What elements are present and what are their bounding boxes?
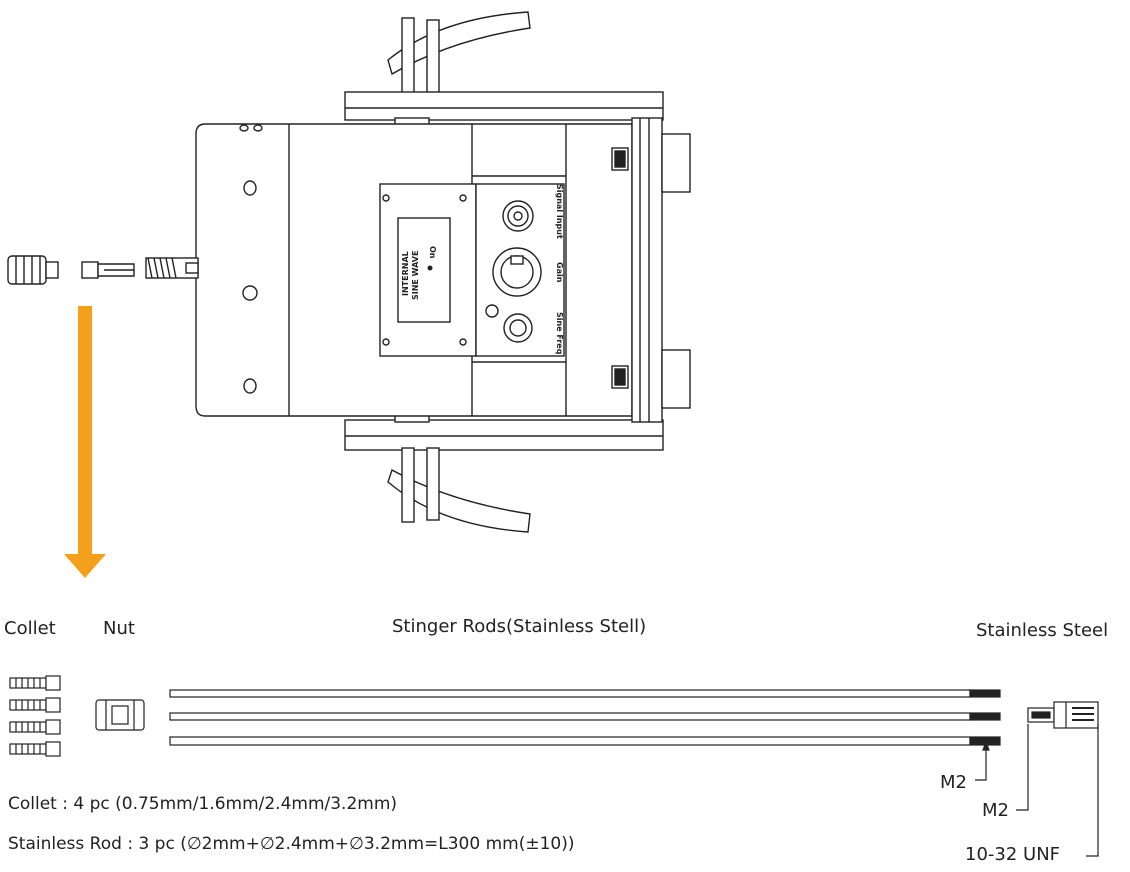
exploded-collet	[81, 261, 135, 279]
stainless-adapter	[1027, 701, 1099, 729]
mounting-stud	[145, 257, 199, 279]
panel-sine-freq: Sine Freq	[555, 312, 564, 355]
spec-rod: Stainless Rod : 3 pc (∅2mm+∅2.4mm+∅3.2mm…	[8, 834, 575, 854]
stinger-rods	[169, 689, 1001, 746]
label-collet: Collet	[4, 618, 56, 639]
label-thread: 10-32 UNF	[965, 844, 1061, 865]
leader-lines	[975, 724, 1099, 857]
orange-arrow	[64, 306, 106, 578]
label-nut: Nut	[103, 618, 135, 639]
top-clamp-bar	[344, 91, 664, 121]
panel-brand-line2: SINE WAVE	[411, 251, 420, 300]
nut-part	[95, 699, 145, 731]
indicator-led	[485, 304, 499, 318]
panel-gain: Gain	[555, 262, 564, 283]
panel-brand-line1: INTERNAL	[401, 251, 410, 296]
sine-freq-knob	[503, 313, 533, 343]
bottom-clamp-bar	[344, 419, 664, 451]
collet-parts	[9, 675, 61, 757]
spec-collet: Collet : 4 pc (0.75mm/1.6mm/2.4mm/3.2mm)	[8, 794, 398, 814]
label-m2-rod: M2	[940, 772, 967, 793]
label-stainless-steel: Stainless Steel	[976, 620, 1109, 641]
signal-input-connector	[502, 200, 534, 232]
top-curved-bracket	[387, 11, 531, 99]
label-stinger-rods: Stinger Rods(Stainless Stell)	[392, 616, 647, 637]
label-m2-adapter: M2	[982, 800, 1009, 821]
bottom-curved-bracket	[387, 447, 531, 533]
panel-signal-input: Signal Input	[555, 184, 564, 239]
control-panel	[379, 183, 565, 357]
exploded-nut	[7, 255, 59, 285]
panel-on-label: On	[428, 246, 437, 259]
gain-knob	[492, 247, 542, 297]
